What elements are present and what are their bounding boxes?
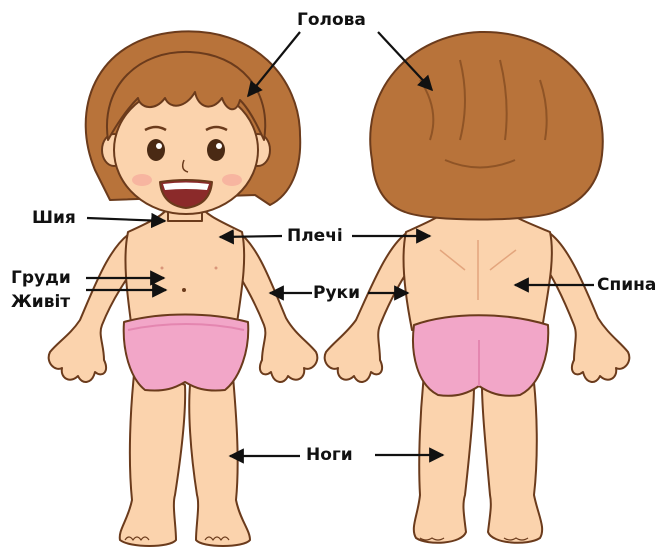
back-right-arm (542, 232, 629, 382)
back-diaper (413, 315, 548, 396)
label-head: Голова (297, 12, 366, 29)
label-shoulders: Плечі (287, 228, 343, 245)
front-left-eye (147, 139, 165, 161)
arrow-neck (87, 218, 165, 221)
front-torso (125, 205, 244, 330)
child-back (325, 32, 630, 543)
back-left-arm (325, 232, 414, 382)
front-right-eye (207, 139, 225, 161)
front-diaper (124, 315, 249, 391)
child-front (49, 31, 318, 546)
arrow-shoulders-front (220, 236, 282, 237)
front-left-leg (120, 365, 185, 546)
label-belly: Живіт (11, 294, 70, 311)
label-chest: Груди (11, 270, 71, 287)
label-neck: Шия (32, 210, 76, 227)
label-back: Спина (597, 277, 656, 294)
label-arms: Руки (313, 285, 360, 302)
label-legs: Ноги (306, 447, 353, 464)
